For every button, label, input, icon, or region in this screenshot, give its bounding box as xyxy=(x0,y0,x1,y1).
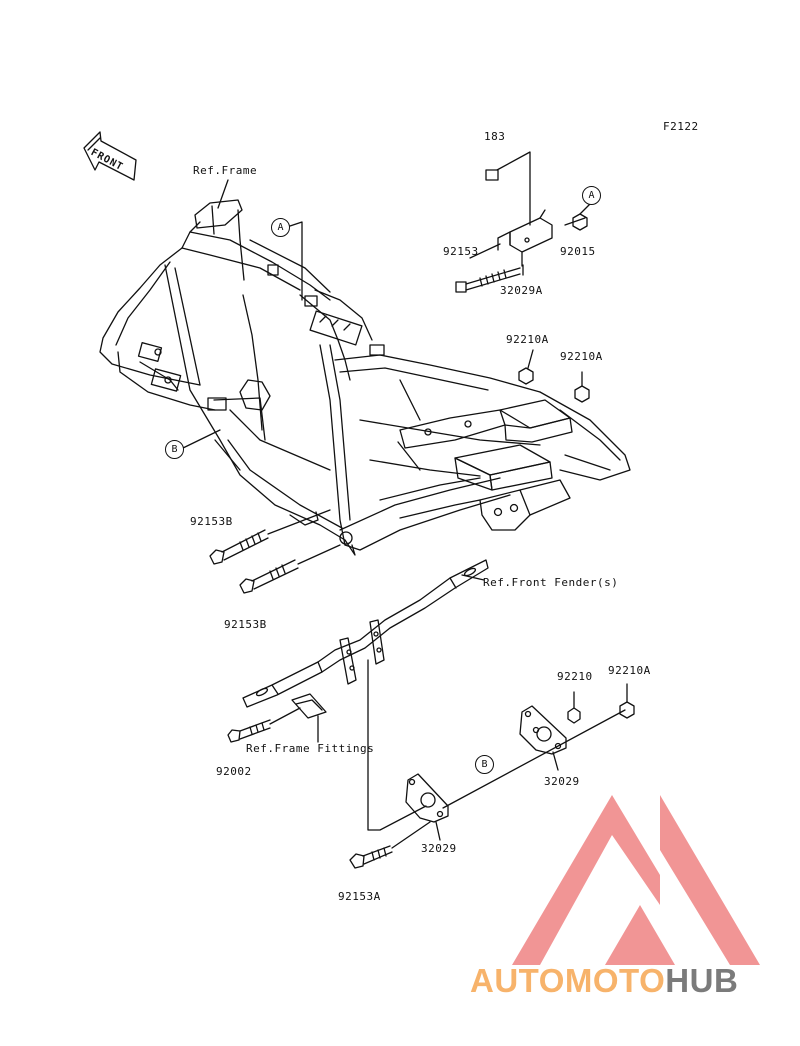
part-label-92153B-2: 92153B xyxy=(224,618,267,631)
nut-92210-drawing xyxy=(567,701,635,724)
part-label-32029-2: 32029 xyxy=(421,842,457,855)
fitting-drawing xyxy=(291,693,327,719)
bolt-92153B-drawing xyxy=(209,529,299,594)
bolt-183-drawing xyxy=(485,169,499,181)
callout-b-frame: B xyxy=(165,440,184,459)
bracket-32029A-drawing xyxy=(497,209,553,267)
figure-code: F2122 xyxy=(663,120,699,133)
part-label-92153: 92153 xyxy=(443,245,479,258)
bolt-92153A-drawing xyxy=(349,845,393,869)
part-label-92210A-1: 92210A xyxy=(506,333,549,346)
front-bar-drawing xyxy=(242,559,489,708)
part-label-92210A-3: 92210A xyxy=(608,664,651,677)
ref-frame-fittings-label: Ref.Frame Fittings xyxy=(246,742,375,755)
plate-32029-drawing xyxy=(405,705,567,823)
part-label-92153A: 92153A xyxy=(338,890,381,903)
bolt-92153-drawing xyxy=(455,267,521,293)
nut-92210A-drawing xyxy=(518,367,590,403)
callout-a-frame: A xyxy=(271,218,290,237)
callout-a-bracket: A xyxy=(582,186,601,205)
watermark-logo-icon xyxy=(512,795,760,965)
part-label-183: 183 xyxy=(484,130,506,143)
part-label-92210A-2: 92210A xyxy=(560,350,603,363)
part-label-92210: 92210 xyxy=(557,670,593,683)
watermark-text: AUTOMOTOHUB xyxy=(470,962,738,1000)
part-label-92002: 92002 xyxy=(216,765,252,778)
bolt-92002-drawing xyxy=(227,719,271,743)
ref-frame-label: Ref.Frame xyxy=(193,164,258,177)
front-arrow-icon xyxy=(83,131,137,181)
watermark-part2: HUB xyxy=(665,962,739,999)
part-label-32029A: 32029A xyxy=(500,284,543,297)
callout-b-bolt: B xyxy=(475,755,494,774)
frame-drawing xyxy=(99,199,631,556)
part-label-92015: 92015 xyxy=(560,245,596,258)
ref-front-fender-label: Ref.Front Fender(s) xyxy=(483,576,619,589)
part-label-32029-1: 32029 xyxy=(544,775,580,788)
watermark-part1: AUTOMOTO xyxy=(470,962,666,999)
part-label-92153B-1: 92153B xyxy=(190,515,233,528)
